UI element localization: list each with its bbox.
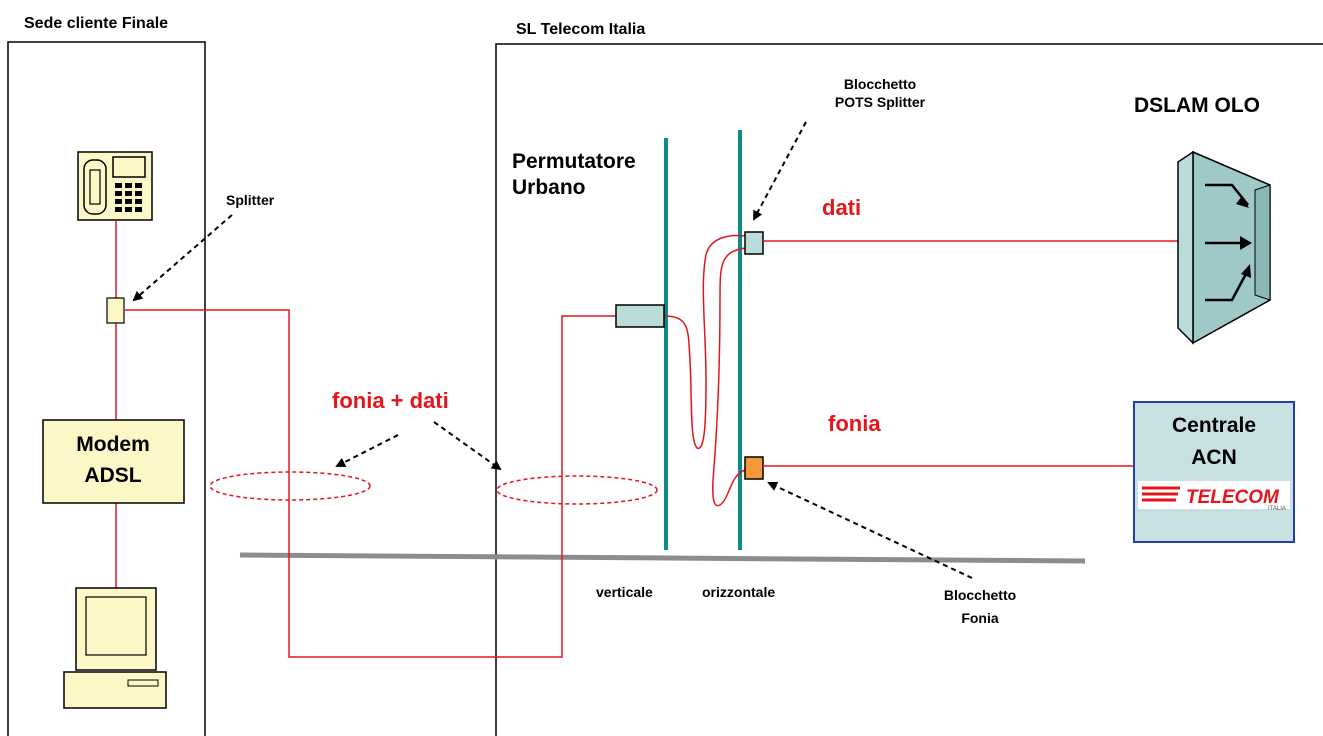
fonia-label: fonia — [828, 411, 881, 436]
loop-ellipse-right — [496, 475, 658, 505]
jumper-fonia — [712, 247, 746, 507]
customer-splitter — [106, 297, 125, 324]
fonia-dati-label: fonia + dati — [332, 388, 449, 413]
local-loop-line — [125, 309, 616, 658]
computer-icon — [63, 587, 167, 709]
centrale-line2: ACN — [1191, 446, 1237, 469]
fonia-block-arrow — [767, 481, 973, 579]
splitter-pointer-arrow — [132, 214, 233, 302]
pots-splitter-block — [744, 231, 764, 255]
modem-adsl: Modem ADSL — [42, 419, 185, 504]
customer-site-title: Sede cliente Finale — [24, 15, 168, 32]
loop-ellipse-left — [209, 471, 371, 501]
dati-label: dati — [822, 195, 861, 220]
splitter-label: Splitter — [226, 192, 275, 208]
jumper-dati — [663, 234, 746, 449]
pots-splitter-label-line2: POTS Splitter — [835, 94, 926, 110]
dslam-icon — [1177, 150, 1271, 345]
modem-line2: ADSL — [84, 464, 141, 487]
centrale-line1: Centrale — [1172, 414, 1256, 437]
telecom-logo-icon: TELECOM ITALIA — [1138, 481, 1290, 512]
fonia-dati-arrow-right — [433, 421, 502, 471]
pots-splitter-label-line1: Blocchetto — [844, 76, 916, 92]
telephone-icon — [77, 151, 153, 221]
modem-line1: Modem — [76, 433, 150, 456]
telecom-site-title: SL Telecom Italia — [516, 21, 645, 38]
fonia-block-label-line2: Fonia — [961, 610, 999, 626]
mdf-label-line1: Permutatore — [512, 150, 636, 173]
fonia-block — [744, 456, 764, 480]
orizzontale-label: orizzontale — [702, 584, 775, 600]
verticale-label: verticale — [596, 584, 653, 600]
centrale-acn: Centrale ACN TELECOM ITALIA — [1133, 401, 1295, 543]
fonia-dati-arrow-left — [335, 434, 399, 467]
pots-splitter-arrow — [753, 121, 807, 221]
fonia-block-label-line1: Blocchetto — [944, 587, 1016, 603]
mdf-label-line2: Urbano — [512, 176, 586, 199]
ground-line — [239, 552, 1086, 564]
dslam-label: DSLAM OLO — [1134, 94, 1260, 117]
telecom-logo-text: TELECOM — [1186, 487, 1280, 508]
telecom-logo-subtext: ITALIA — [1268, 506, 1286, 512]
verticale-block — [615, 304, 665, 328]
telecom-site-frame — [495, 43, 1323, 736]
customer-site-frame — [7, 41, 206, 736]
